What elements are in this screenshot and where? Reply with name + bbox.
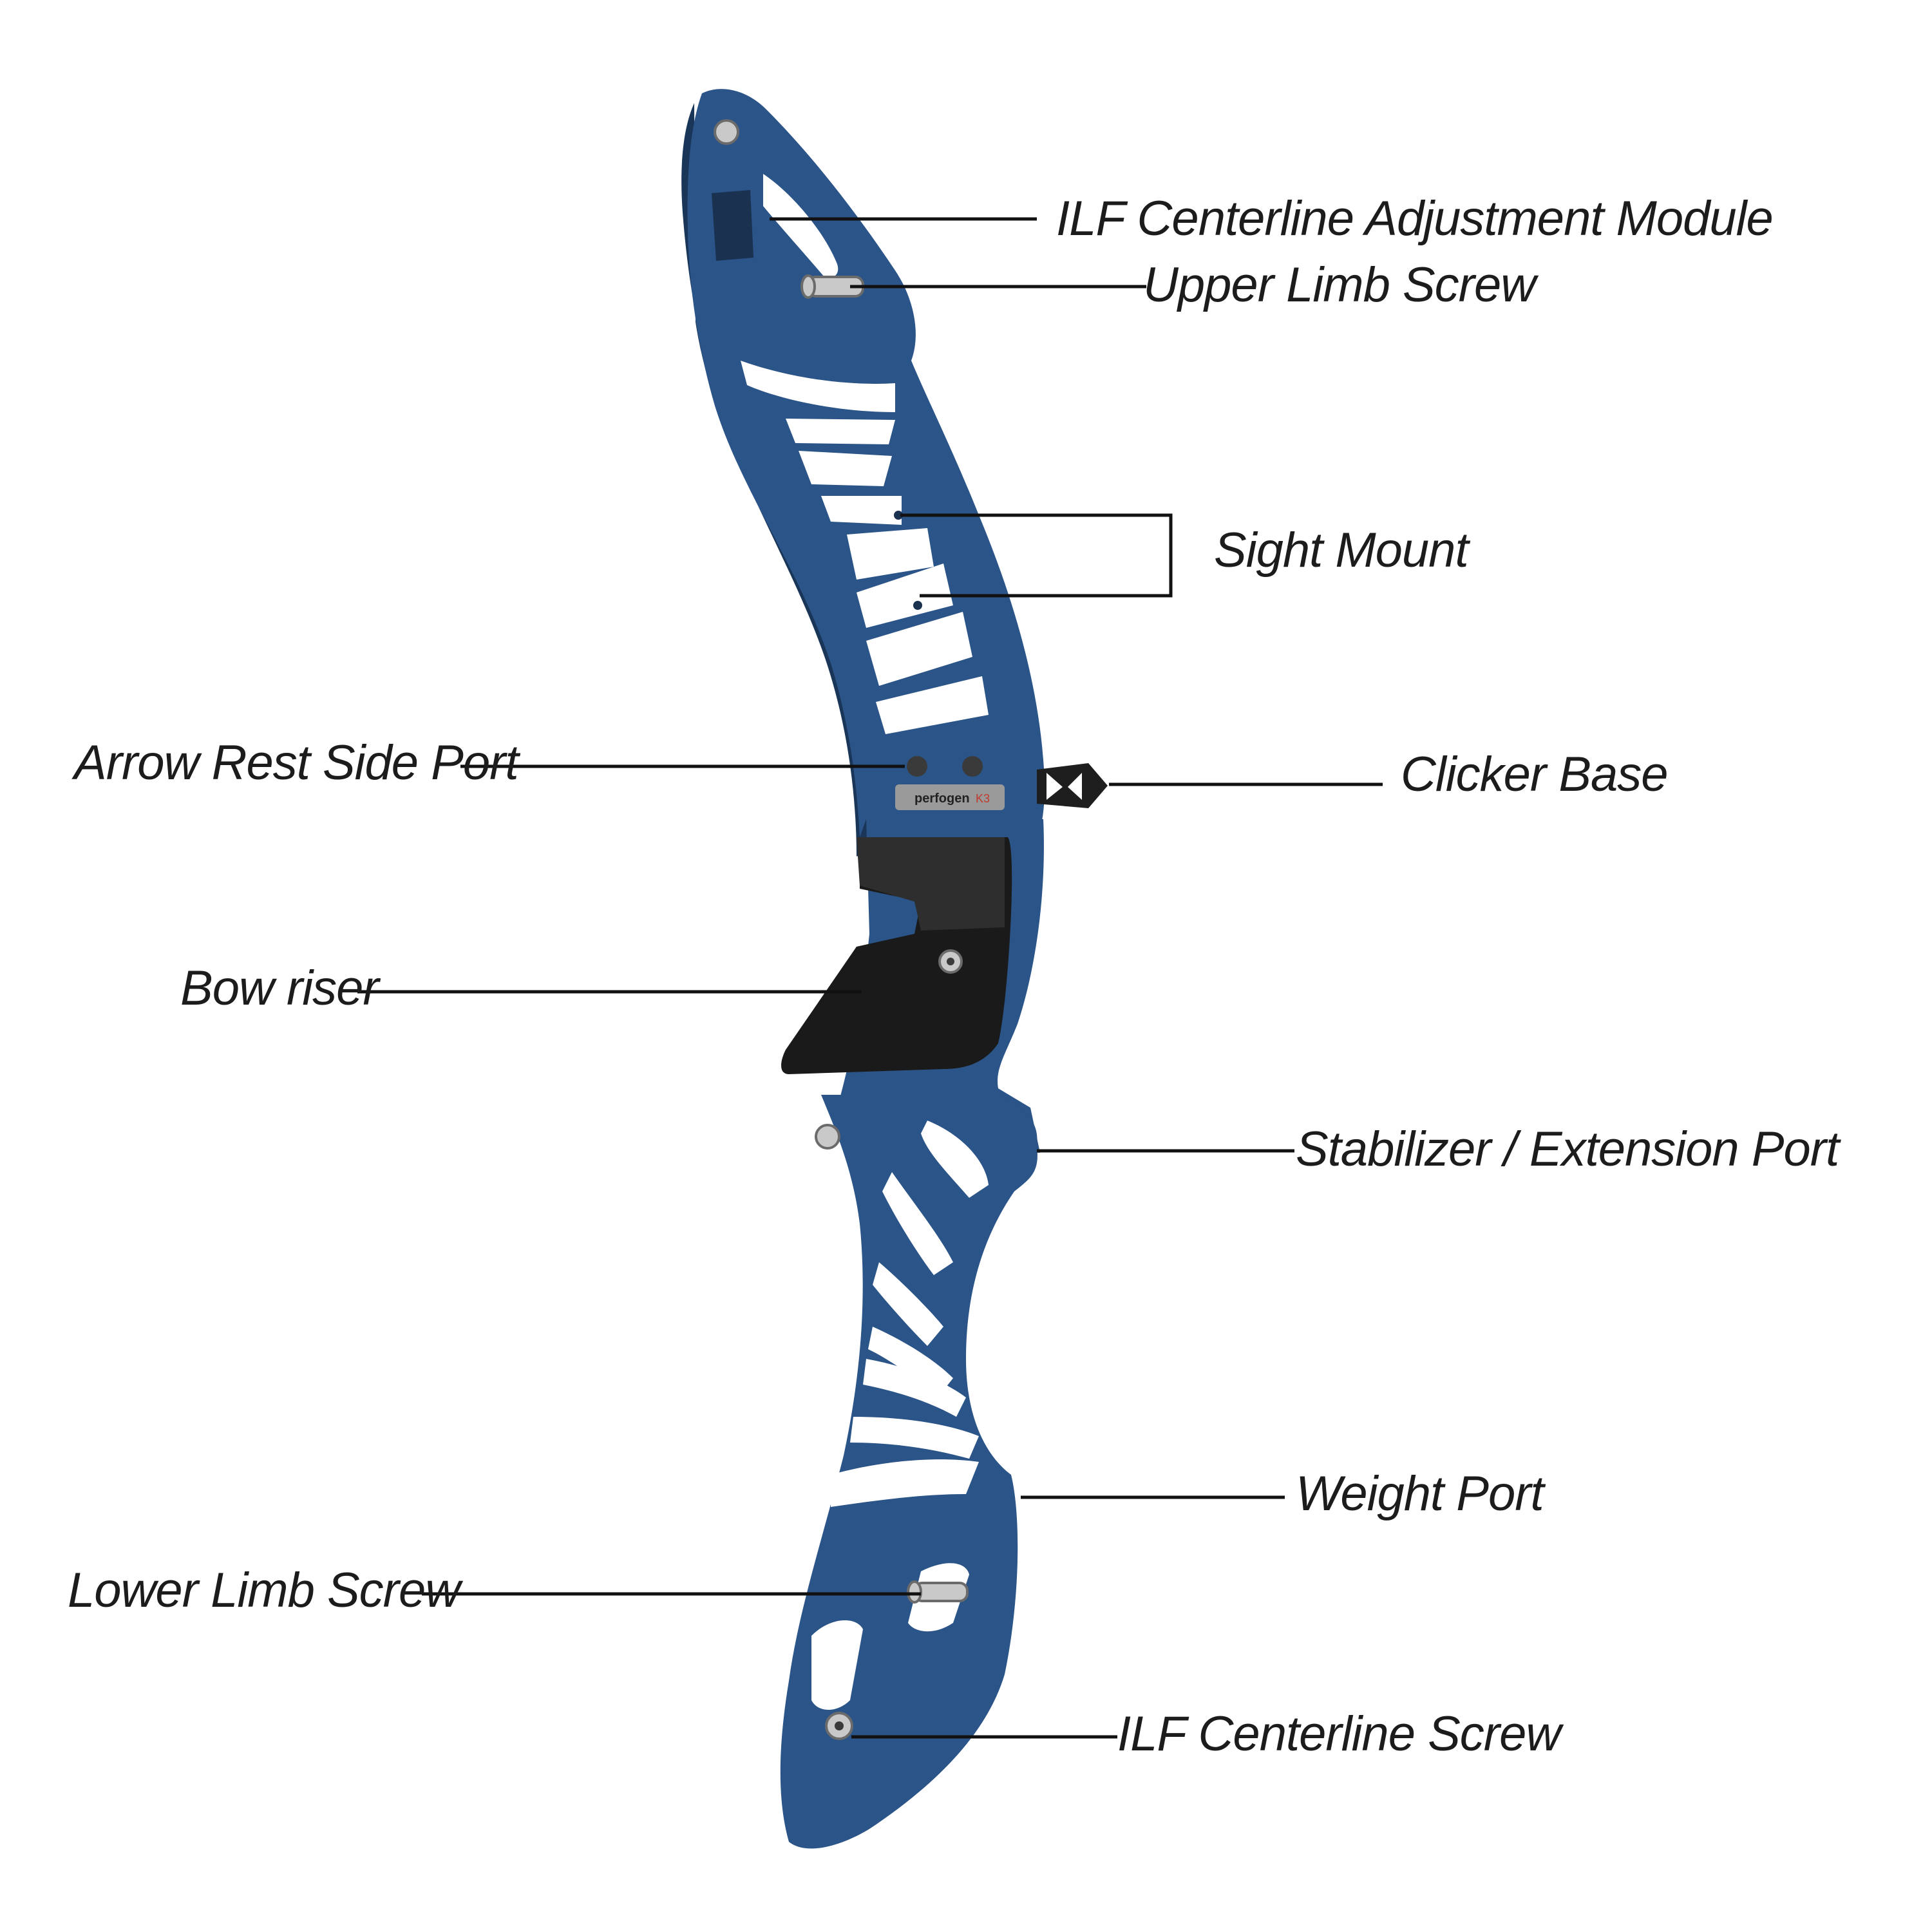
arrow-rest-port-2	[962, 756, 983, 777]
lower-cutout-2	[882, 1172, 953, 1275]
label-weight-port: Weight Port	[1296, 1466, 1546, 1521]
label-lower-limb-screw: Lower Limb Screw	[68, 1563, 463, 1618]
lower-cutout-3	[873, 1262, 943, 1346]
label-arrow-rest-side-port: Arrow Rest Side Port	[71, 735, 520, 790]
upper-cutout-8	[876, 676, 989, 734]
sight-mount-hole-upper	[894, 511, 903, 520]
lower-cutout-1	[921, 1121, 989, 1198]
upper-cutout-1	[741, 361, 895, 412]
riser-side-edge	[681, 103, 873, 857]
leader-sight-mount	[900, 513, 1173, 598]
lower-cutout-6	[850, 1417, 979, 1459]
lower-cutout-5	[863, 1359, 966, 1417]
label-upper-limb-screw: Upper Limb Screw	[1143, 258, 1539, 312]
label-ilf-adjustment-module: ILF Centerline Adjustment Module	[1056, 191, 1773, 246]
upper-cutout-2	[786, 419, 895, 444]
upper-cutout-5	[847, 528, 934, 580]
lower-limb-screw	[907, 1580, 969, 1604]
label-bow-riser: Bow riser	[180, 961, 381, 1016]
brand-name: perfogen	[914, 791, 970, 806]
sight-mount-hole-lower	[913, 601, 922, 610]
upper-ilf-screw	[714, 119, 739, 145]
ilf-centerline-screw-center	[835, 1721, 844, 1730]
label-stabilizer-port: Stabilizer / Extension Port	[1296, 1122, 1841, 1177]
lower-head-window	[811, 1620, 863, 1710]
brand-plate	[895, 784, 1005, 810]
grip-screw-center	[947, 958, 954, 965]
lower-cutout-7	[831, 1459, 979, 1507]
arrow-rest-port-1	[907, 756, 927, 777]
label-ilf-centerline-screw: ILF Centerline Screw	[1117, 1707, 1564, 1761]
grip-upper-block	[857, 837, 1005, 931]
upper-head-slot	[712, 190, 753, 261]
bow-riser-illustration: perfogen K3	[681, 89, 1108, 1849]
upper-cutout-6	[857, 564, 953, 628]
upper-cutout-3	[799, 451, 892, 486]
upper-cutout-7	[866, 612, 972, 686]
upper-head-window	[763, 174, 838, 278]
brand-model: K3	[976, 792, 990, 805]
clicker-base-bracket	[1037, 763, 1108, 808]
label-sight-mount: Sight Mount	[1214, 523, 1470, 578]
label-clicker-base: Clicker Base	[1401, 747, 1668, 802]
stabilizer-port-stud	[815, 1124, 840, 1150]
callout-labels: ILF Centerline Adjustment Module Upper L…	[68, 191, 1842, 1761]
upper-cutout-4	[821, 496, 902, 525]
lower-cutout-4	[868, 1327, 953, 1394]
leader-lines	[357, 217, 1383, 1739]
